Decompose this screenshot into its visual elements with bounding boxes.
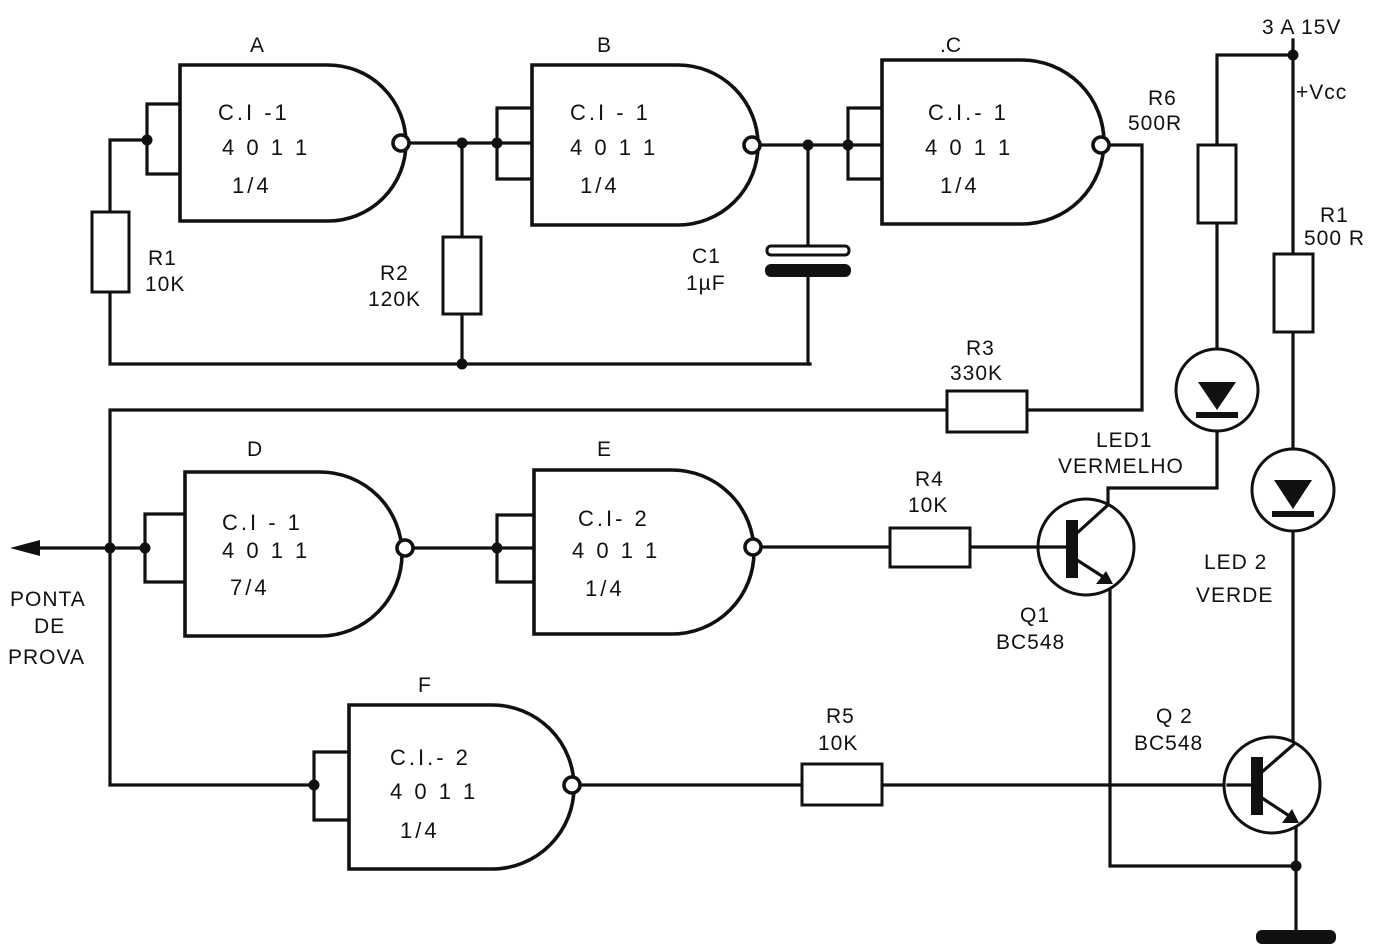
junction-dot	[491, 542, 503, 554]
probe-label-line3: PROVA	[8, 646, 85, 669]
ic-label: C.I - 1	[222, 510, 303, 535]
junction-dot	[802, 139, 814, 151]
power-supply: 3 A 15V +Vcc	[1262, 16, 1347, 104]
part-label: 1/4	[580, 173, 620, 198]
gate-label: D	[247, 438, 262, 461]
junction-dots	[104, 49, 1302, 872]
resistor-name: R2	[380, 262, 409, 285]
led-color: VERDE	[1196, 584, 1273, 607]
junction-dot	[456, 358, 468, 370]
resistor-name: R4	[915, 468, 944, 491]
resistor-r6: R6 500R	[1128, 87, 1238, 225]
gate-label: E	[597, 438, 611, 461]
chip-label: 4 0 1 1	[925, 135, 1013, 160]
ic-label: C.I.- 1	[928, 100, 1009, 125]
resistor-r4: R4 10K	[888, 468, 972, 569]
nand-gate-b: B C.I - 1 4 0 1 1 1/4	[530, 34, 762, 227]
chip-label: 4 0 1 1	[390, 779, 478, 804]
junction-dot	[491, 137, 503, 149]
resistor-r3: R3 330K	[945, 337, 1029, 434]
part-label: 1/4	[585, 576, 625, 601]
resistor-name: R5	[826, 705, 855, 728]
arrow-left-icon	[10, 540, 40, 556]
chip-label: 4 0 1 1	[222, 538, 310, 563]
nand-gate-d: D C.I - 1 4 0 1 1 7/4	[183, 438, 415, 638]
resistor-name: R1	[1320, 204, 1349, 227]
gate-label: F	[418, 674, 431, 697]
junction-dot	[139, 542, 151, 554]
resistor-value: 120K	[368, 288, 421, 311]
transistor-name: Q1	[1020, 604, 1050, 627]
resistor-value: 330K	[950, 362, 1003, 385]
resistor-value: 10K	[908, 494, 948, 517]
transistor-part: BC548	[996, 631, 1065, 654]
nand-gate-e: E C.I- 2 4 0 1 1 1/4	[532, 438, 763, 636]
resistor-value: 500R	[1128, 112, 1182, 135]
part-label: 7/4	[230, 575, 270, 600]
transistor-name: Q 2	[1156, 705, 1193, 728]
ground-symbol	[1256, 930, 1336, 944]
probe-tip: PONTA DE PROVA	[8, 540, 86, 669]
transistor-q1: Q1 BC548	[996, 497, 1136, 654]
junction-dot	[1290, 860, 1302, 872]
resistor-r2: R2 120K	[368, 235, 483, 316]
gate-label: .C	[940, 34, 961, 57]
chip-label: 4 0 1 1	[570, 135, 658, 160]
resistor-value: 10K	[145, 273, 185, 296]
resistor-r1-500r: R1 500 R	[1272, 204, 1365, 334]
part-label: 1/4	[940, 173, 980, 198]
gate-label: B	[597, 34, 611, 57]
supply-voltage: 3 A 15V	[1262, 16, 1341, 39]
junction-dot	[456, 137, 468, 149]
junction-dot	[842, 139, 854, 151]
resistor-r5: R5 10K	[800, 705, 884, 807]
transistor-q2: Q 2 BC548	[1134, 705, 1322, 835]
resistor-name: R3	[966, 337, 995, 360]
probe-label-line1: PONTA	[10, 588, 86, 611]
capacitor-name: C1	[692, 245, 721, 268]
gate-label: A	[250, 34, 264, 57]
chip-label: 4 0 1 1	[572, 538, 660, 563]
nand-gate-f: F C.I.- 2 4 0 1 1 1/4	[347, 674, 582, 871]
nand-gate-c: .C C.I.- 1 4 0 1 1 1/4	[880, 34, 1111, 226]
chip-label: 4 0 1 1	[222, 135, 310, 160]
ic-label: C.I- 2	[578, 506, 650, 531]
resistor-value: 10K	[818, 732, 858, 755]
resistor-name: R1	[148, 247, 177, 270]
led1-red: LED1 VERMELHO	[1058, 347, 1260, 478]
part-label: 1/4	[232, 173, 272, 198]
probe-label-line2: DE	[34, 615, 65, 638]
junction-dot	[141, 134, 153, 146]
ic-label: C.I.- 2	[390, 745, 471, 770]
nand-gate-a: A C.I -1 4 0 1 1 1/4	[178, 34, 411, 223]
capacitor-c1: C1 1µF	[686, 244, 851, 295]
ic-label: C.I -1	[218, 100, 290, 125]
resistor-name: R6	[1148, 87, 1177, 110]
transistor-part: BC548	[1134, 732, 1203, 755]
resistor-r1-10k: R1 10K	[90, 210, 185, 296]
led-color: VERMELHO	[1058, 455, 1184, 478]
junction-dot	[104, 542, 116, 554]
resistor-value: 500 R	[1304, 227, 1365, 250]
led2-green: LED 2 VERDE	[1196, 447, 1336, 607]
ic-label: C.I - 1	[570, 100, 651, 125]
led-name: LED 2	[1204, 551, 1267, 574]
vcc-label: +Vcc	[1296, 81, 1347, 104]
capacitor-value: 1µF	[686, 272, 726, 295]
junction-dot	[1287, 49, 1299, 61]
led-name: LED1	[1096, 429, 1153, 452]
junction-dot	[308, 779, 320, 791]
part-label: 1/4	[400, 818, 440, 843]
